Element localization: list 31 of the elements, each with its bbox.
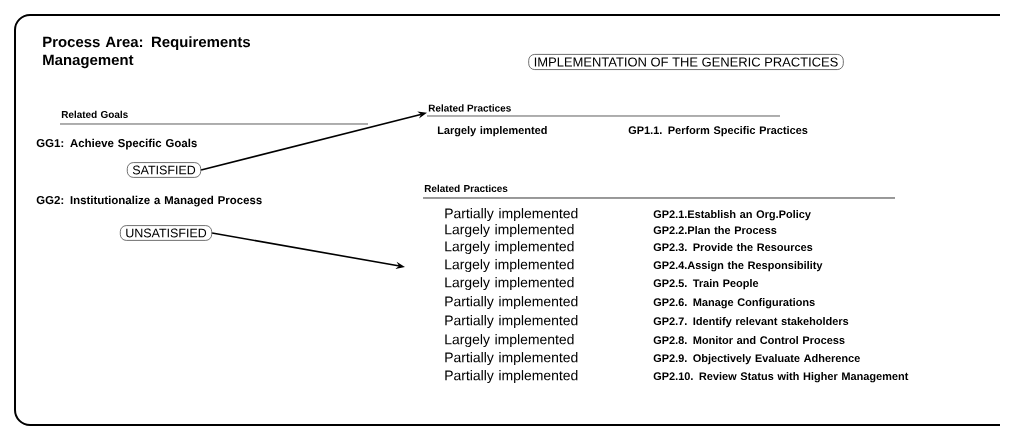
status-label: Partially implemented [445,296,578,310]
practice-label: GP2.4.Assign the Responsibility [653,261,823,272]
section-heading: Related Goals [61,110,128,118]
practice-label: GP2.3. Provide the Resources [653,243,813,252]
status-label: Partially implemented [445,315,578,329]
status-label: Partially implemented [445,208,578,222]
practice-label: GP2.8. Monitor and Control Process [653,336,845,345]
status-label: Largely implemented [445,277,574,291]
status-box: UNSATISFIED [119,225,213,241]
practice-label: GP2.10. Review Status with Higher Management [653,372,909,383]
heading-box: IMPLEMENTATION OF THE GENERIC PRACTICES [528,54,844,70]
status-label: Largely implemented [445,241,574,255]
practice-label: GP1.1. Perform Specific Practices [628,126,808,137]
goal-label: GG1: Achieve Specific Goals [36,138,197,150]
status-label: Largely implemented [445,224,574,238]
status-label: Largely implemented [445,334,574,348]
status-label: Largely implemented [445,259,574,273]
status-label: Largely implemented [437,126,547,137]
goal-label: GG2: Institutionalize a Managed Process [36,195,262,207]
practice-label: GP2.6. Manage Configurations [653,298,815,309]
status-label: Partially implemented [445,370,578,384]
practice-label: GP2.2.Plan the Process [653,226,777,235]
practice-label: GP2.7. Identify relevant stakeholders [653,317,849,328]
status-label: Partially implemented [445,352,578,366]
practice-label: GP2.5. Train People [653,279,759,290]
practice-label: GP2.1.Establish an Org.Policy [653,210,811,221]
section-heading: Related Practices [428,104,511,112]
practice-label: GP2.9. Objectively Evaluate Adherence [653,354,860,365]
title: Process Area: Requirements Management [43,36,250,69]
status-box: SATISFIED [126,162,202,178]
section-heading: Related Practices [424,184,508,192]
